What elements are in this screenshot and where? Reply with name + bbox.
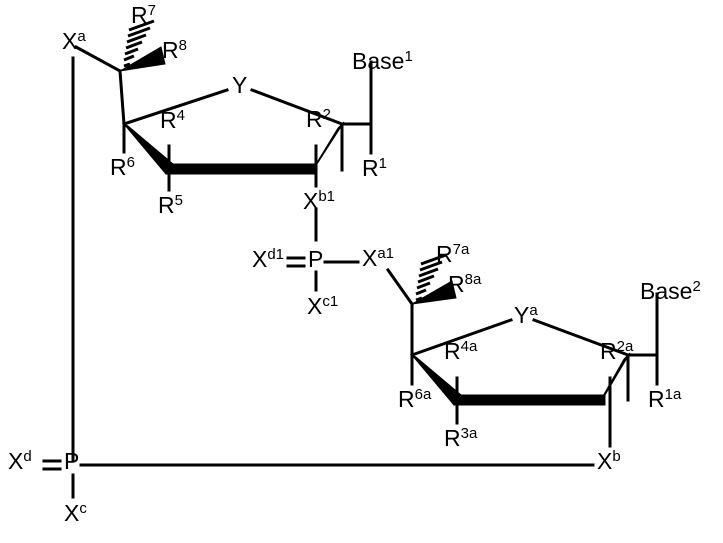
label-p2: P	[64, 448, 80, 474]
label-r2: R2	[306, 106, 331, 132]
label-r2a: R2a	[600, 338, 634, 364]
label-base2: Base2	[640, 278, 701, 304]
label-xc1: Xc1	[307, 293, 339, 319]
label-ya: Ya	[514, 302, 538, 328]
wedge-bond-r8	[119, 46, 166, 72]
label-xb1: Xb1	[303, 188, 336, 214]
label-base1: Base1	[352, 48, 413, 74]
hash-bond-r7a	[415, 253, 447, 302]
bond-c4prime-to-y	[122, 88, 229, 126]
label-r8a: R8a	[448, 271, 482, 297]
label-r3a: R3a	[444, 425, 478, 451]
bold-bond-c2prime-to-c1prime	[309, 121, 345, 175]
bold-bond-ring-a-bottom	[453, 394, 606, 406]
bold-bond-ring-bottom	[165, 163, 318, 175]
label-r1a: R1a	[648, 386, 682, 412]
bond-ya-to-c1prime-a	[532, 318, 630, 357]
label-xd1: Xd1	[252, 246, 285, 272]
label-xa1: Xa1	[362, 245, 395, 271]
label-p1: P	[308, 246, 324, 272]
hash-bond-r7	[123, 19, 155, 68]
bond-y-to-c1prime	[250, 88, 344, 126]
label-r8: R8	[162, 37, 187, 63]
bond-xa-to-c5prime	[73, 44, 123, 74]
label-xb: Xb	[597, 448, 621, 474]
label-r7a: R7a	[436, 241, 470, 267]
label-r4a: R4a	[444, 338, 478, 364]
label-xc: Xc	[64, 500, 87, 526]
label-r6a: R6a	[398, 386, 432, 412]
label-y: Y	[232, 72, 248, 98]
label-xd: Xd	[8, 448, 32, 474]
bond-c5prime-to-c4prime	[118, 69, 126, 126]
label-r4: R4	[160, 107, 185, 133]
bond-c4prime-a-to-ya	[410, 318, 513, 357]
wedge-bond-r8a	[411, 280, 457, 305]
label-r7: R7	[131, 2, 156, 28]
bond-xa1-to-c5prime-a	[385, 267, 415, 307]
label-r5: R5	[158, 192, 183, 218]
bold-bond-c2prime-a-to-c1prime-a	[597, 352, 631, 406]
label-r1: R1	[362, 155, 387, 181]
label-r6: R6	[110, 154, 135, 180]
label-xa: Xa	[62, 28, 86, 54]
